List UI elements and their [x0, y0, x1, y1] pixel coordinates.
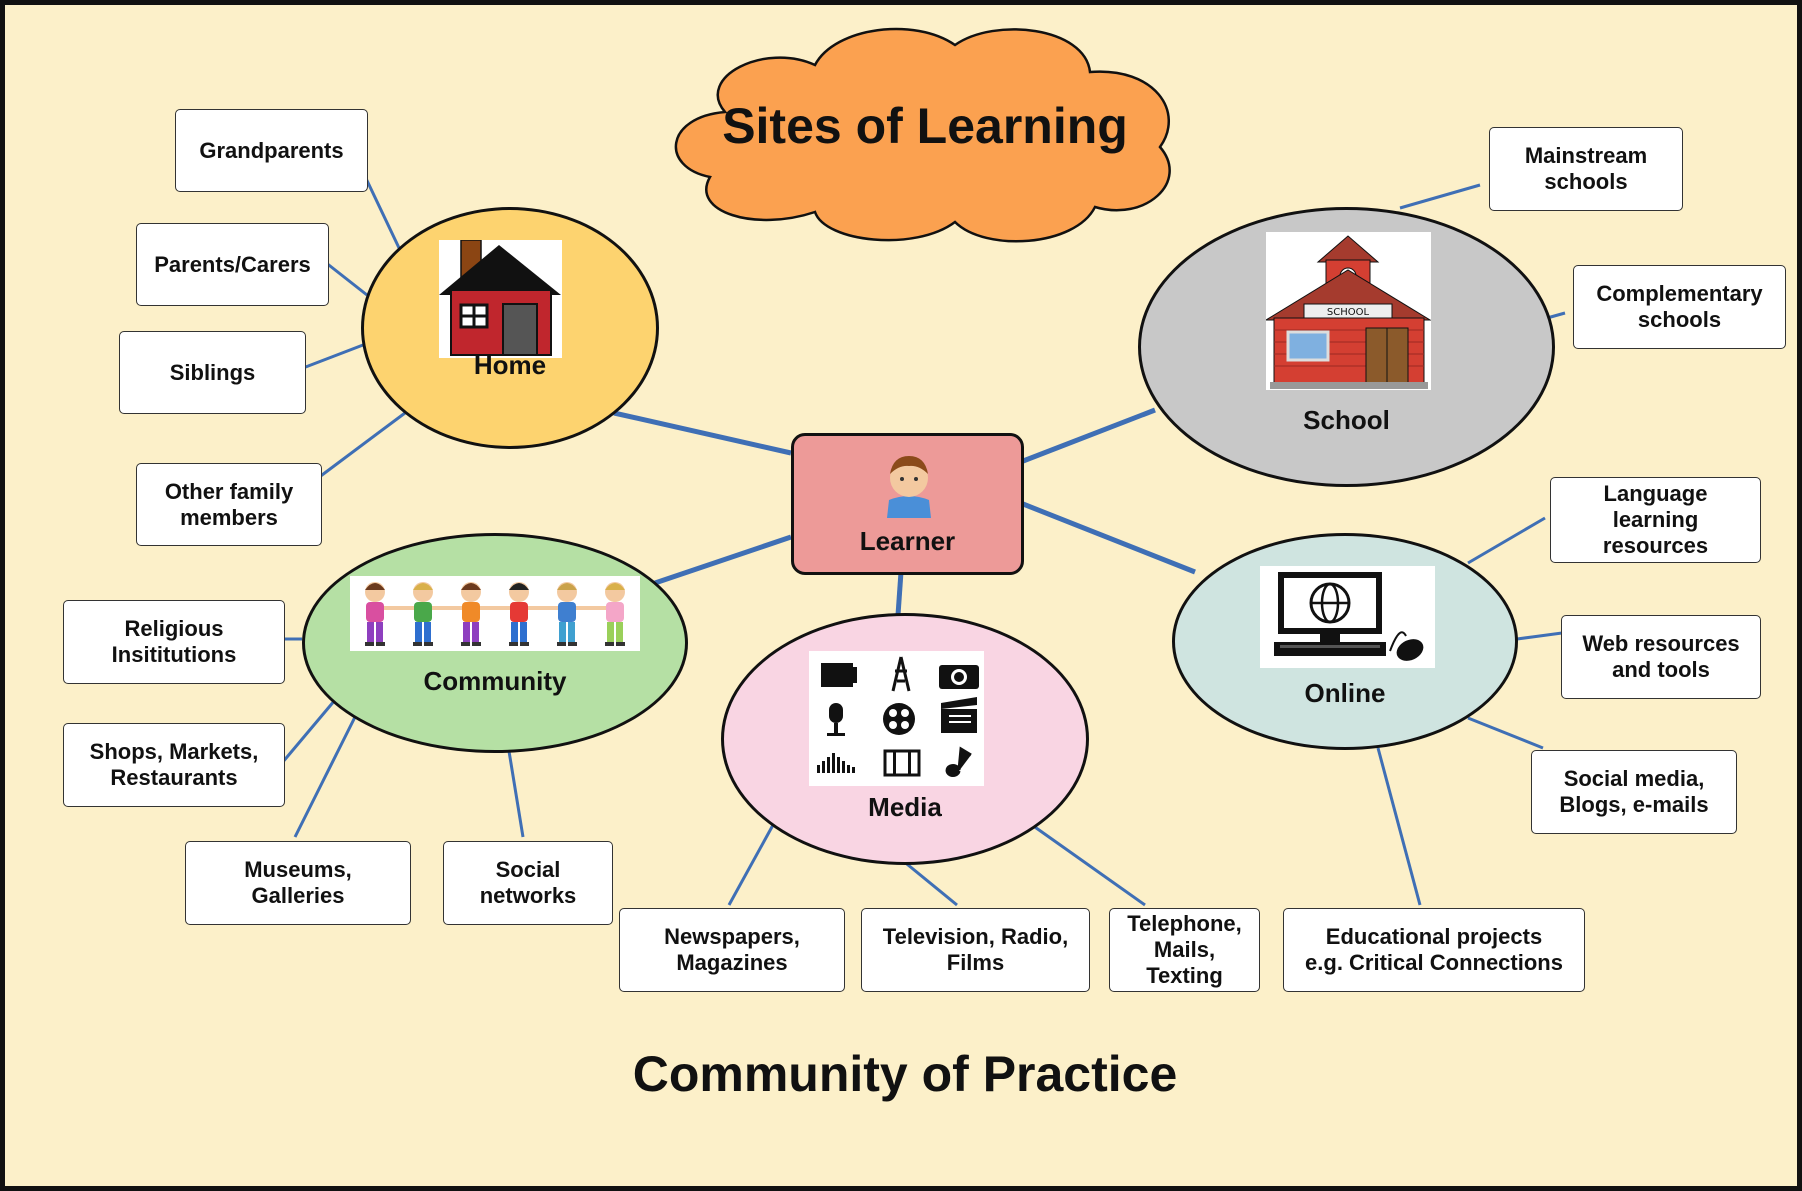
community-node: Community	[302, 533, 688, 753]
children-holding-hands-icon	[350, 576, 640, 651]
child-figure	[413, 582, 462, 646]
child-figure	[365, 582, 414, 646]
connector-community	[654, 534, 792, 586]
online-label: Online	[1304, 678, 1386, 708]
leaf-shops-markets: Shops, Markets, Restaurants	[63, 723, 285, 807]
connector-home	[613, 410, 792, 456]
connector-school	[1017, 407, 1156, 466]
leaf-tv-radio-films: Television, Radio, Films	[861, 908, 1090, 992]
connector-media	[895, 571, 904, 616]
leaf-museums-galleries: Museums, Galleries	[185, 841, 411, 925]
child-figure	[557, 582, 606, 646]
house-icon	[439, 239, 562, 358]
leaf-parents-carers: Parents/Carers	[136, 223, 329, 306]
leaf-complementary-schools: Complementary schools	[1573, 265, 1786, 349]
leaf-religious-institutions: Religious Insititutions	[63, 600, 285, 684]
page-title: Sites of Learning	[722, 98, 1128, 154]
leaf-grandparents: Grandparents	[175, 109, 368, 192]
schoolhouse-icon: SCHOOL	[1264, 232, 1432, 390]
school-label: School	[1303, 405, 1390, 435]
connector-online	[1017, 499, 1196, 575]
child-figure	[605, 582, 625, 646]
footer-caption: Community of Practice	[632, 1046, 1178, 1102]
computer-globe-icon	[1260, 566, 1435, 668]
title-cloud	[674, 27, 1171, 243]
online-node: Online	[1172, 533, 1518, 750]
learner-label: Learner	[859, 526, 956, 556]
svg-text:SCHOOL: SCHOOL	[1327, 307, 1370, 318]
home-label: Home	[473, 350, 547, 380]
leaf-educational-projects: Educational projects e.g. Critical Conne…	[1283, 908, 1585, 992]
leaf-siblings: Siblings	[119, 331, 306, 414]
leaf-other-family: Other family members	[136, 463, 322, 546]
child-figure	[461, 582, 510, 646]
leaf-social-networks: Social networks	[443, 841, 613, 925]
learner-node: Learner	[791, 433, 1024, 575]
community-label: Community	[423, 666, 567, 696]
school-node: SCHOOL School	[1138, 207, 1555, 487]
leaf-newspapers: Newspapers, Magazines	[619, 908, 845, 992]
child-figure	[509, 582, 558, 646]
learner-icon	[879, 448, 939, 518]
connector-lines	[280, 169, 1566, 907]
leaf-mainstream-schools: Mainstream schools	[1489, 127, 1683, 211]
media-node: Media	[721, 613, 1089, 865]
home-node: Home	[361, 207, 659, 449]
leaf-web-resources: Web resources and tools	[1561, 615, 1761, 699]
leaf-language-resources: Language learning resources	[1550, 477, 1761, 563]
media-label: Media	[868, 792, 942, 822]
media-icons-grid	[809, 651, 984, 786]
leaf-social-media: Social media, Blogs, e-mails	[1531, 750, 1737, 834]
leaf-telephone-mails: Telephone, Mails, Texting	[1109, 908, 1260, 992]
